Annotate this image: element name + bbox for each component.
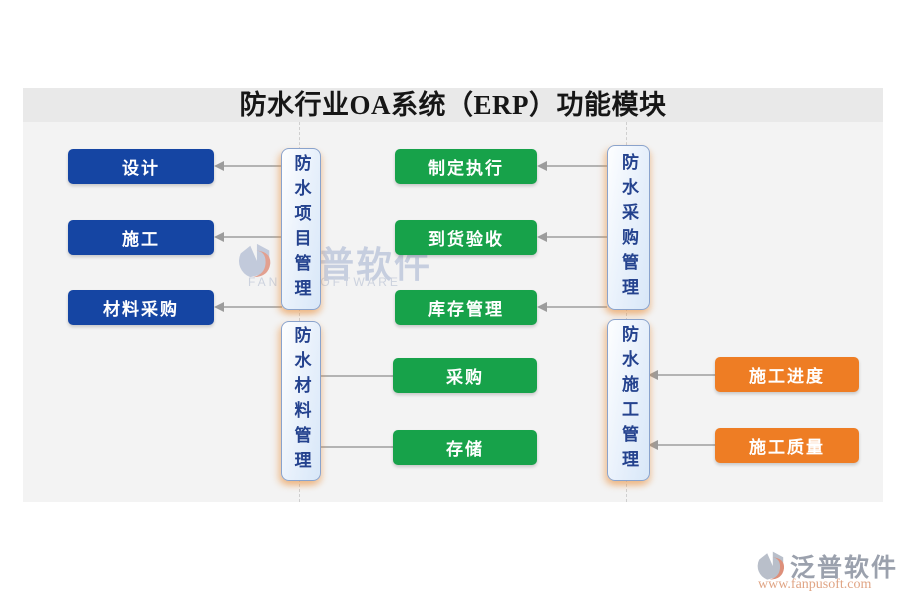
node-inventory: 库存管理	[395, 290, 537, 325]
connector-project-material-purchase	[224, 306, 282, 308]
module-project-label: 防水项目管理	[291, 154, 311, 304]
watermark-logo-icon	[237, 242, 275, 280]
arrowhead-plan	[537, 161, 547, 171]
connector-purchase-inventory	[547, 306, 607, 308]
watermark-caption: FANPU SOFTWARE	[248, 275, 401, 289]
module-construction: 防水施工管理	[607, 319, 650, 481]
module-material-label: 防水材料管理	[291, 326, 311, 476]
node-purchase: 采购	[393, 358, 537, 393]
arrowhead-build	[214, 232, 224, 242]
connector-quality-construction	[658, 444, 715, 446]
connector-progress-construction	[658, 374, 715, 376]
node-build: 施工	[68, 220, 214, 255]
module-project: 防水项目管理	[281, 148, 321, 310]
node-quality: 施工质量	[715, 428, 859, 463]
page-title: 防水行业OA系统（ERP）功能模块	[239, 90, 667, 120]
title-band	[23, 88, 883, 122]
dashed-guide-right	[626, 122, 627, 502]
brand-logo-icon	[756, 550, 788, 582]
node-progress: 施工进度	[715, 357, 859, 392]
arrowhead-design	[214, 161, 224, 171]
module-construction-label: 防水施工管理	[619, 325, 638, 475]
connector-purchase-arrival	[547, 236, 607, 238]
module-material: 防水材料管理	[281, 321, 321, 481]
connector-project-build	[224, 236, 282, 238]
brand-name: 泛普软件	[790, 555, 899, 582]
module-purchase-label: 防水采购管理	[619, 152, 638, 303]
arrowhead-construction-progress	[648, 370, 658, 380]
connector-material-purchase2	[319, 375, 393, 377]
module-purchase: 防水采购管理	[607, 145, 650, 310]
arrowhead-inventory	[537, 302, 547, 312]
arrowhead-material-purchase	[214, 302, 224, 312]
arrowhead-arrival	[537, 232, 547, 242]
connector-purchase-plan	[547, 165, 607, 167]
node-plan-exec: 制定执行	[395, 149, 537, 184]
brand-site-url: www.fanpusoft.com	[758, 577, 872, 592]
dashed-guide-left	[299, 122, 300, 502]
node-material-purchase: 材料采购	[68, 290, 214, 325]
connector-material-storage	[319, 446, 393, 448]
connector-project-design	[224, 165, 282, 167]
node-storage: 存储	[393, 430, 537, 465]
arrowhead-construction-quality	[648, 440, 658, 450]
node-arrival-accept: 到货验收	[395, 220, 537, 255]
node-design: 设计	[68, 149, 214, 184]
